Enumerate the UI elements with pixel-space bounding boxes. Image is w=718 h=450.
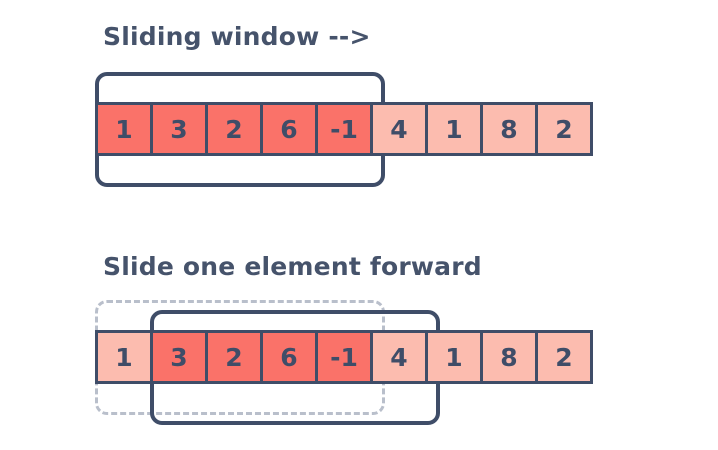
array-cell: 1 bbox=[425, 102, 483, 156]
sliding-window-title: Sliding window --> bbox=[103, 22, 371, 51]
array-cell: 1 bbox=[425, 330, 483, 384]
array-cell: 1 bbox=[95, 102, 153, 156]
array-cell: -1 bbox=[315, 102, 373, 156]
array-cell: -1 bbox=[315, 330, 373, 384]
array-cell: 2 bbox=[205, 330, 263, 384]
array-cell: 6 bbox=[260, 330, 318, 384]
array-cell: 2 bbox=[535, 330, 593, 384]
slide-forward-title: Slide one element forward bbox=[103, 252, 482, 281]
array-row-1: 1 3 2 6 -1 4 1 8 2 bbox=[95, 102, 593, 156]
array-cell: 8 bbox=[480, 330, 538, 384]
array-cell: 4 bbox=[370, 330, 428, 384]
array-row-2: 1 3 2 6 -1 4 1 8 2 bbox=[95, 330, 593, 384]
array-cell: 2 bbox=[535, 102, 593, 156]
array-cell: 3 bbox=[150, 102, 208, 156]
array-cell: 1 bbox=[95, 330, 153, 384]
array-cell: 4 bbox=[370, 102, 428, 156]
array-cell: 8 bbox=[480, 102, 538, 156]
array-cell: 6 bbox=[260, 102, 318, 156]
array-cell: 3 bbox=[150, 330, 208, 384]
array-cell: 2 bbox=[205, 102, 263, 156]
